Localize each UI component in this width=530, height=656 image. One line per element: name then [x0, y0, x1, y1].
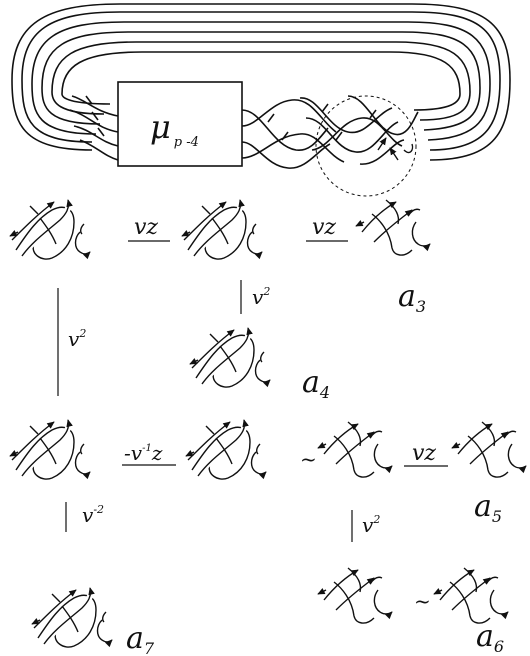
result-a7: a7 — [126, 621, 155, 656]
label-v-minus2: v-2 — [82, 503, 104, 527]
equivalence-2: ~ — [414, 589, 431, 613]
braid-orientation-arrows — [377, 137, 414, 161]
diagram-a6-right — [434, 568, 508, 623]
result-a4: a4 — [302, 365, 330, 402]
mu-box — [117, 81, 243, 167]
equivalence-1: ~ — [300, 447, 317, 471]
label-v2-bottom: v2 — [362, 513, 380, 537]
braid-closure — [11, 3, 511, 161]
result-a5: a5 — [474, 489, 502, 526]
diagram-row3-right1 — [318, 422, 392, 477]
focus-circle — [315, 95, 417, 197]
label-v2-left: v2 — [68, 327, 86, 351]
diagram-row3-middle — [186, 420, 266, 479]
diagram-row1-right — [356, 200, 430, 255]
label-vz-top-left: vz — [134, 215, 158, 240]
diagram-row3-left — [10, 420, 90, 479]
diagram-row1-left — [10, 200, 90, 259]
diagram-a4 — [190, 328, 270, 387]
label-minus-v-inv-z: -v-1z — [124, 441, 163, 465]
result-a3: a3 — [398, 279, 426, 316]
label-vz-bottom: vz — [412, 441, 436, 466]
diagram-a7 — [32, 588, 112, 647]
diagram-row3-right2 — [452, 422, 526, 477]
result-a6: a6 — [476, 619, 504, 656]
label-vz-top-right: vz — [312, 215, 336, 240]
braid-crossings — [69, 95, 419, 169]
diagram-row1-middle — [182, 200, 262, 259]
label-v2-middle: v2 — [252, 285, 270, 309]
diagram-a6-left — [318, 568, 392, 623]
